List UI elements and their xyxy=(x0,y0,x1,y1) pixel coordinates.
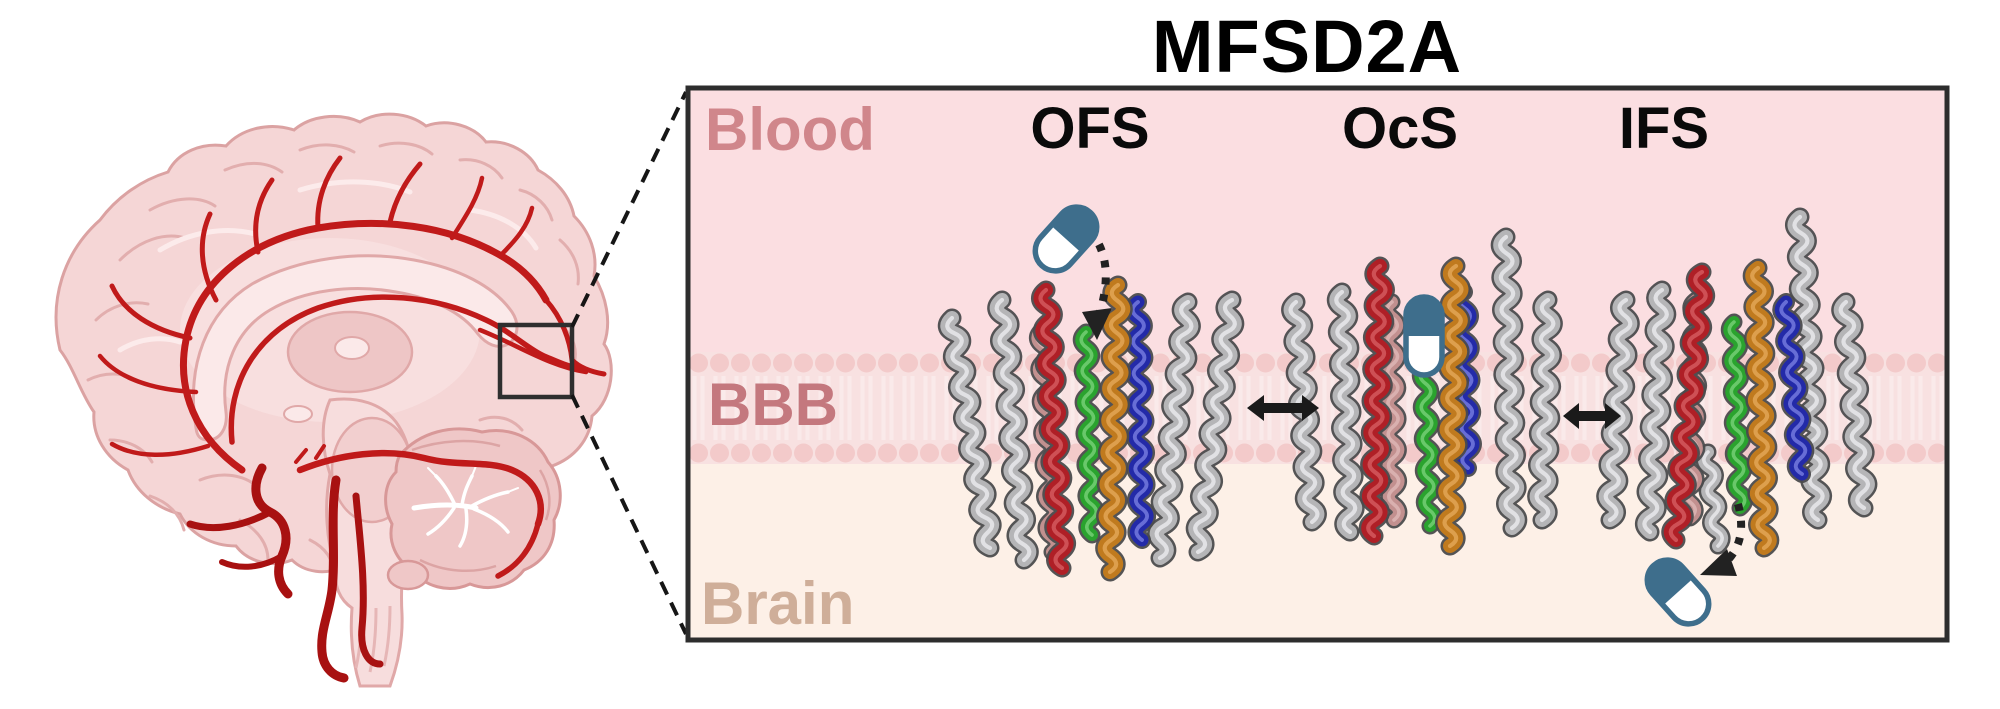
zoom-connector-top xyxy=(570,91,688,328)
hypothalamus-detail xyxy=(283,405,313,423)
gyri-lines xyxy=(86,141,580,578)
panel-border xyxy=(685,85,1950,643)
state-label-ifs: IFS xyxy=(1618,96,1710,161)
zoom-box xyxy=(497,322,575,400)
arbor-vitae xyxy=(411,465,519,548)
zoom-connector-bottom xyxy=(570,394,688,635)
protein-structures xyxy=(937,207,1878,582)
equilibrium-arrow-icon xyxy=(1247,395,1319,421)
cerebral-arteries xyxy=(97,155,607,579)
drug-entry-arrow-icon xyxy=(1073,216,1112,340)
figure-title: MFSD2A xyxy=(1151,5,1463,88)
equilibrium-arrow-icon xyxy=(1563,403,1621,429)
drug-capsule-icon xyxy=(1032,204,1100,274)
compartment-label-brain: Brain xyxy=(701,570,855,637)
interthalamic-adhesion xyxy=(334,336,370,360)
drug-capsule-icon xyxy=(1403,294,1445,378)
blood-region xyxy=(690,90,1945,352)
state-label-ofs: OFS xyxy=(1030,96,1150,161)
drug-capsule-icon xyxy=(1644,557,1712,627)
cerebellar-tonsil xyxy=(386,559,430,591)
compartment-label-blood: Blood xyxy=(705,96,875,163)
protein-ofs-structure xyxy=(937,275,1245,582)
protein-ifs-structure xyxy=(1596,207,1878,558)
state-label-ocs: OcS xyxy=(1341,96,1459,161)
bbb-panel xyxy=(685,85,1950,643)
cerebellum-folia xyxy=(411,439,551,572)
carotid-basilar-arteries xyxy=(186,463,384,683)
brain-sagittal-illustration xyxy=(54,112,613,688)
drug-release-arrow-icon xyxy=(1700,502,1746,576)
compartment-label-bbb: BBB xyxy=(708,371,838,438)
